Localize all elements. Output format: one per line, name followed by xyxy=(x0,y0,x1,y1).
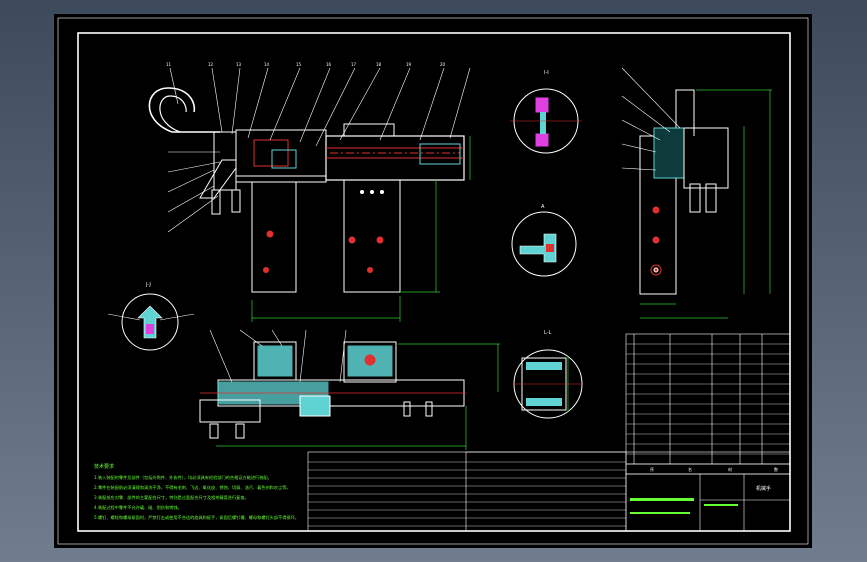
balloon-13: 13 xyxy=(236,62,242,67)
balloon-17: 17 xyxy=(351,62,357,67)
bom-header-qty: 数 xyxy=(774,466,778,472)
drawing-sheet xyxy=(54,14,812,548)
detail-I-I: I-I xyxy=(510,70,582,154)
sheet-outer-border xyxy=(57,17,809,545)
bom-header: 序 名 材 数 xyxy=(650,466,778,472)
balloon-19: 19 xyxy=(406,62,412,67)
balloon-15: 15 xyxy=(296,62,302,67)
note-line-4: 4.装配过程中零件不允许磕、碰、划伤和锈蚀。 xyxy=(94,504,182,511)
side-view xyxy=(639,89,729,295)
lower-view-leaders xyxy=(209,329,347,383)
view-letter-A: A xyxy=(541,204,545,210)
title-block xyxy=(307,451,791,532)
bom-header-no: 序 xyxy=(650,466,654,472)
detail-A: A xyxy=(511,204,577,277)
note-line-1: 1.装入装配的零件及部件（包括外购件、外协件），均必须具有检验部门的合格证方能进… xyxy=(94,474,272,481)
main-assembly-view xyxy=(148,87,465,293)
section-label-L-L: L-L xyxy=(544,330,552,336)
lower-view-dimensions xyxy=(216,343,500,450)
main-view-dimensions xyxy=(251,136,471,322)
section-label-J-J: J-J xyxy=(145,282,151,288)
technical-notes: 技术要求 1.装入装配的零件及部件（包括外购件、外协件），均必须具有检验部门的合… xyxy=(94,463,299,521)
side-view-dimensions xyxy=(640,89,772,319)
detail-J-J: J-J xyxy=(107,282,195,351)
note-line-2: 2.零件在装配前必须清理和清洗干净，不得有毛刺、飞边、氧化皮、锈蚀、切屑、油污、… xyxy=(94,484,291,491)
balloon-18: 18 xyxy=(376,62,382,67)
balloon-12: 12 xyxy=(208,62,214,67)
title-block-rows xyxy=(308,461,626,527)
balloon-14: 14 xyxy=(264,62,270,67)
bom-header-name: 名 xyxy=(688,466,692,472)
balloon-labels: 11 12 13 14 15 16 17 18 19 20 xyxy=(166,62,446,67)
note-line-3: 3.装配前应对零、部件的主要配合尺寸，特别是过盈配合尺寸及相关精度进行复查。 xyxy=(94,494,249,501)
bom-header-material: 材 xyxy=(728,466,732,472)
side-view-leaders xyxy=(621,67,681,171)
lower-section-view xyxy=(199,341,466,439)
balloon-leaders xyxy=(167,67,471,233)
section-label-I-I: I-I xyxy=(544,70,549,76)
balloon-11: 11 xyxy=(166,62,172,67)
drawing-name: 机械手 xyxy=(756,485,771,492)
notes-title: 技术要求 xyxy=(94,463,114,470)
note-line-5: 5.螺钉、螺栓和螺母紧固时，严禁打击或使用不合适的旋具和扳手，紧固后螺钉槽、螺母… xyxy=(94,514,299,521)
bom-rows xyxy=(626,343,790,455)
balloon-16: 16 xyxy=(326,62,332,67)
balloon-20: 20 xyxy=(440,62,446,67)
title-block-fills xyxy=(630,498,738,514)
detail-L-L: L-L xyxy=(513,330,583,419)
